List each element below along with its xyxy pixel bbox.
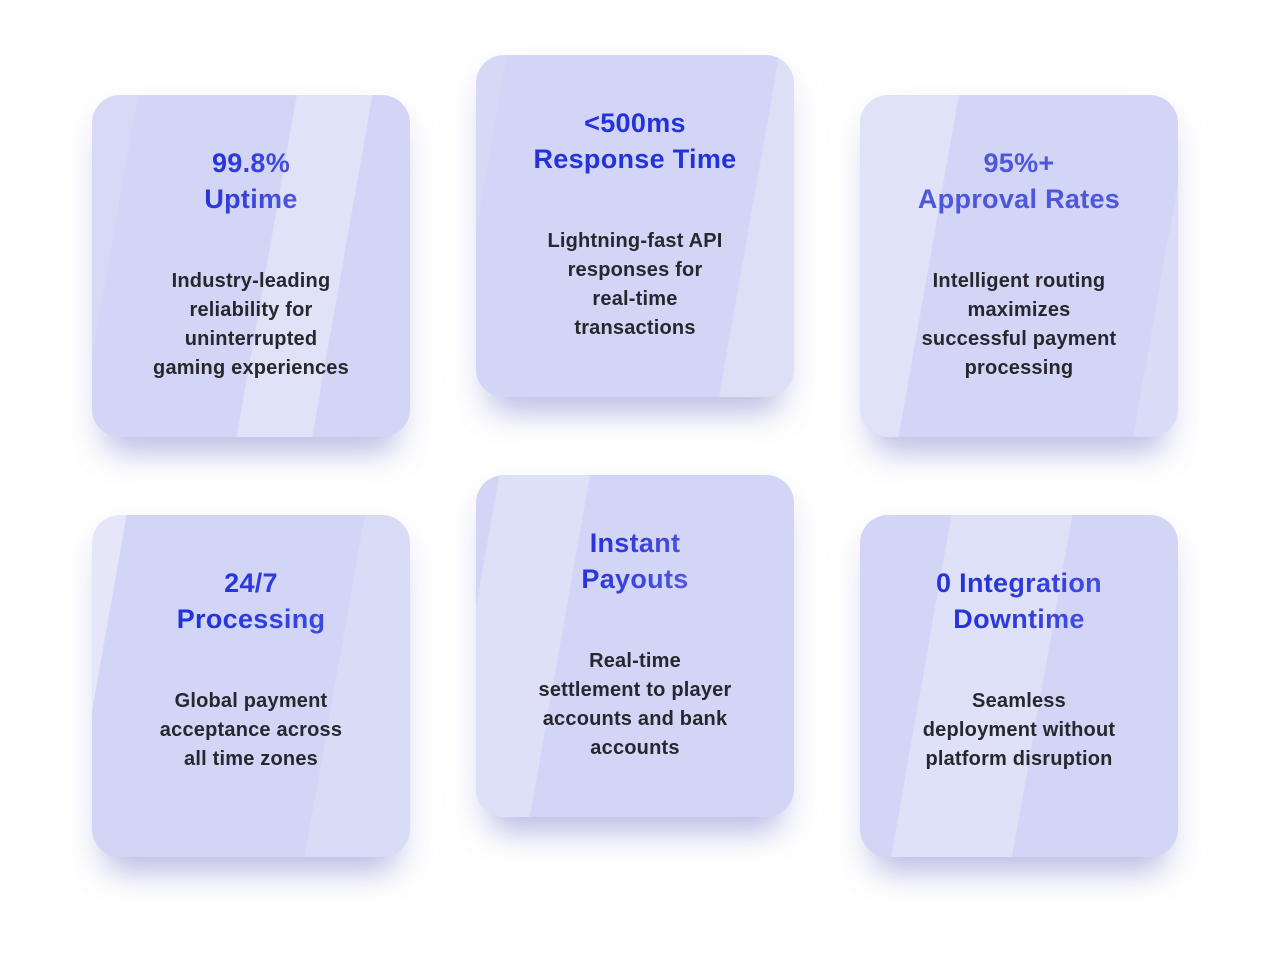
stat-description: Real-time settlement to player accounts …	[538, 650, 732, 759]
stat-title: <500ms Response Time	[533, 108, 737, 174]
stat-description: Lightning-fast API responses for real-ti…	[547, 230, 723, 339]
stat-description: Industry-leading reliability for uninter…	[153, 270, 349, 379]
stat-title: 0 Integration Downtime	[896, 565, 1142, 637]
stat-card-approval-rates: 95%+ Approval Rates Intelligent routing …	[860, 95, 1178, 437]
stat-description: Intelligent routing maximizes successful…	[921, 270, 1117, 379]
stat-card-integration-downtime: 0 Integration Downtime Seamless deployme…	[860, 515, 1178, 857]
stat-card-uptime: 99.8% Uptime Industry-leading reliabilit…	[92, 95, 410, 437]
stat-title: Instant Payouts	[512, 525, 758, 597]
stat-description: Global payment acceptance across all tim…	[159, 690, 343, 770]
stat-description: Seamless deployment without platform dis…	[922, 690, 1116, 770]
stat-title: 24/7 Processing	[128, 565, 374, 637]
stat-card-instant-payouts: Instant Payouts Real-time settlement to …	[476, 475, 794, 817]
stat-card-processing: 24/7 Processing Global payment acceptanc…	[92, 515, 410, 857]
stats-grid: 99.8% Uptime Industry-leading reliabilit…	[92, 55, 1178, 857]
stat-title: 95%+ Approval Rates	[917, 148, 1121, 214]
stat-card-response-time: <500ms Response Time Lightning-fast API …	[476, 55, 794, 397]
stat-title: 99.8% Uptime	[128, 145, 374, 217]
